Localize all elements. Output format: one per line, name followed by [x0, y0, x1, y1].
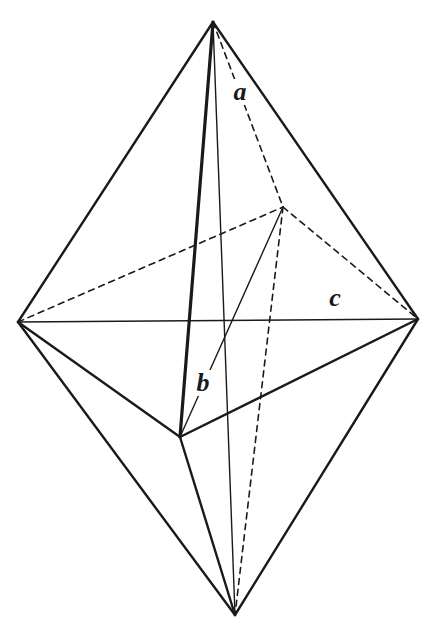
hidden-edges: [18, 22, 418, 615]
visible-edges: [18, 22, 418, 615]
axis-label: c: [327, 285, 343, 311]
axis-label: a: [232, 79, 249, 105]
crystal-axes: [18, 22, 418, 615]
axis-label: b: [195, 370, 212, 396]
